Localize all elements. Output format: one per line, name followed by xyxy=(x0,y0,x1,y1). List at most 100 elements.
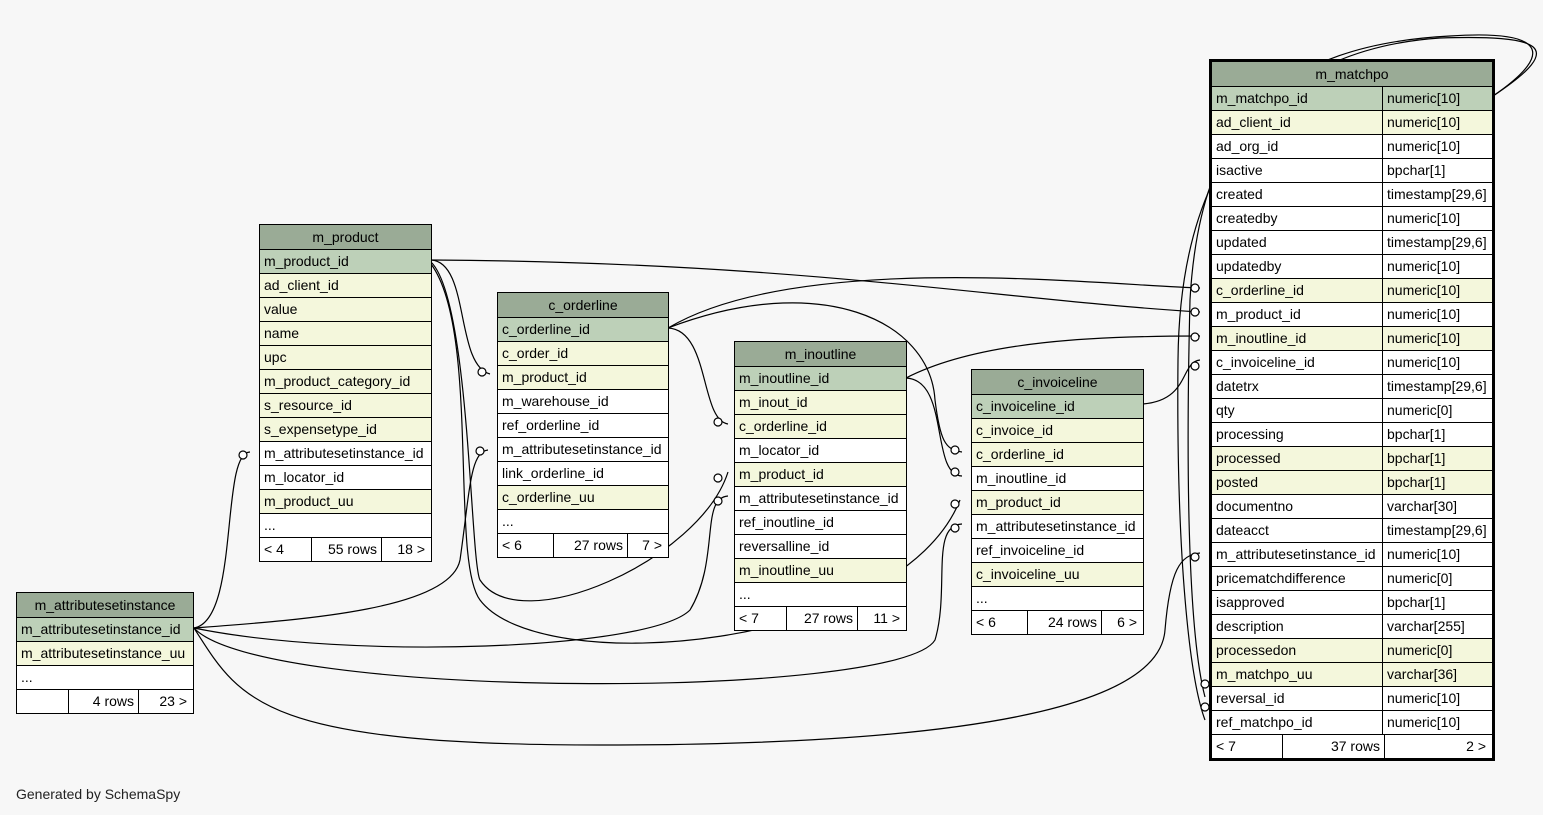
column-row[interactable]: link_orderline_id xyxy=(498,462,668,486)
column-row[interactable]: upc xyxy=(260,346,431,370)
column-row[interactable]: value xyxy=(260,298,431,322)
column-row[interactable]: ... xyxy=(17,666,193,690)
column-row[interactable]: m_product_category_id xyxy=(260,370,431,394)
column-row[interactable]: m_product_uu xyxy=(260,490,431,514)
footer-prev[interactable]: < 6 xyxy=(972,611,1028,634)
column-row[interactable]: name xyxy=(260,322,431,346)
footer-next[interactable]: 23 > xyxy=(159,693,187,709)
footer-next[interactable]: 11 > xyxy=(873,610,900,626)
column-row[interactable]: ref_inoutline_id xyxy=(735,511,906,535)
footer-next[interactable]: 2 > xyxy=(1466,738,1486,754)
column-row[interactable]: c_order_id xyxy=(498,342,668,366)
column-row[interactable]: reversalline_id xyxy=(735,535,906,559)
column-row[interactable]: ... xyxy=(735,583,906,607)
table-m_attributesetinstance[interactable]: m_attributesetinstance m_attributesetins… xyxy=(16,592,194,714)
column-row[interactable]: s_resource_id xyxy=(260,394,431,418)
column-row[interactable]: m_attributesetinstance_id xyxy=(972,515,1143,539)
column-row[interactable]: ad_client_id xyxy=(260,274,431,298)
column-row[interactable]: m_product_id xyxy=(260,250,431,274)
column-type: varchar[36] xyxy=(1382,663,1492,686)
column-row[interactable]: c_orderline_id xyxy=(498,318,668,342)
column-row[interactable]: m_inout_id xyxy=(735,391,906,415)
column-row[interactable]: m_product_id xyxy=(498,366,668,390)
footer-next[interactable]: 18 > xyxy=(397,541,425,557)
generated-by-label: Generated by SchemaSpy xyxy=(16,786,181,802)
column-row[interactable]: m_inoutline_id xyxy=(735,367,906,391)
table-header[interactable]: c_orderline xyxy=(498,293,668,318)
column-row[interactable]: m_attributesetinstance_id xyxy=(260,442,431,466)
column-row[interactable]: c_orderline_id xyxy=(735,415,906,439)
table-header[interactable]: m_inoutline xyxy=(735,342,906,367)
table-header[interactable]: m_product xyxy=(260,225,431,250)
footer-prev[interactable]: < 6 xyxy=(498,534,554,557)
footer-prev[interactable]: < 4 xyxy=(260,538,312,561)
column-row[interactable]: ... xyxy=(972,587,1143,611)
column-row[interactable]: c_invoiceline_uu xyxy=(972,563,1143,587)
footer-prev[interactable] xyxy=(17,690,69,713)
column-row[interactable]: m_attributesetinstance_uu xyxy=(17,642,193,666)
column-row[interactable]: ... xyxy=(260,514,431,538)
column-row[interactable]: m_product_id xyxy=(735,463,906,487)
footer-next[interactable]: 6 > xyxy=(1117,614,1137,630)
column-row[interactable]: m_warehouse_id xyxy=(498,390,668,414)
column-row[interactable]: ... xyxy=(498,510,668,534)
column-row[interactable]: m_attributesetinstance_id xyxy=(17,618,193,642)
column-row[interactable]: m_product_id xyxy=(972,491,1143,515)
table-header[interactable]: m_matchpo xyxy=(1212,62,1492,87)
table-header[interactable]: c_invoiceline xyxy=(972,370,1143,395)
column-row[interactable]: m_inoutline_id xyxy=(972,467,1143,491)
footer-next[interactable]: 7 > xyxy=(642,537,662,553)
column-name: m_matchpo_id xyxy=(1216,90,1308,106)
column-name: updatedby xyxy=(1216,258,1282,274)
footer-prev[interactable]: < 7 xyxy=(735,607,787,630)
column-row[interactable]: c_orderline_id xyxy=(972,443,1143,467)
column-row[interactable]: ref_invoiceline_id xyxy=(972,539,1143,563)
column-row[interactable]: c_invoice_id xyxy=(972,419,1143,443)
column-row[interactable]: c_orderline_uu xyxy=(498,486,668,510)
column-type: numeric[10] xyxy=(1382,207,1492,230)
column-row[interactable]: m_attributesetinstance_id xyxy=(498,438,668,462)
column-row[interactable]: m_attributesetinstance_id xyxy=(735,487,906,511)
column-row[interactable]: ref_orderline_id xyxy=(498,414,668,438)
column-name: m_attributesetinstance_id xyxy=(976,518,1136,534)
column-row[interactable]: m_locator_id xyxy=(735,439,906,463)
column-row[interactable]: m_inoutline_uu xyxy=(735,559,906,583)
column-row[interactable]: c_invoiceline_id xyxy=(972,395,1143,419)
column-row[interactable]: s_expensetype_id xyxy=(260,418,431,442)
table-header[interactable]: m_attributesetinstance xyxy=(17,593,193,618)
footer-prev[interactable]: < 7 xyxy=(1212,735,1283,758)
column-row[interactable]: m_locator_id xyxy=(260,466,431,490)
